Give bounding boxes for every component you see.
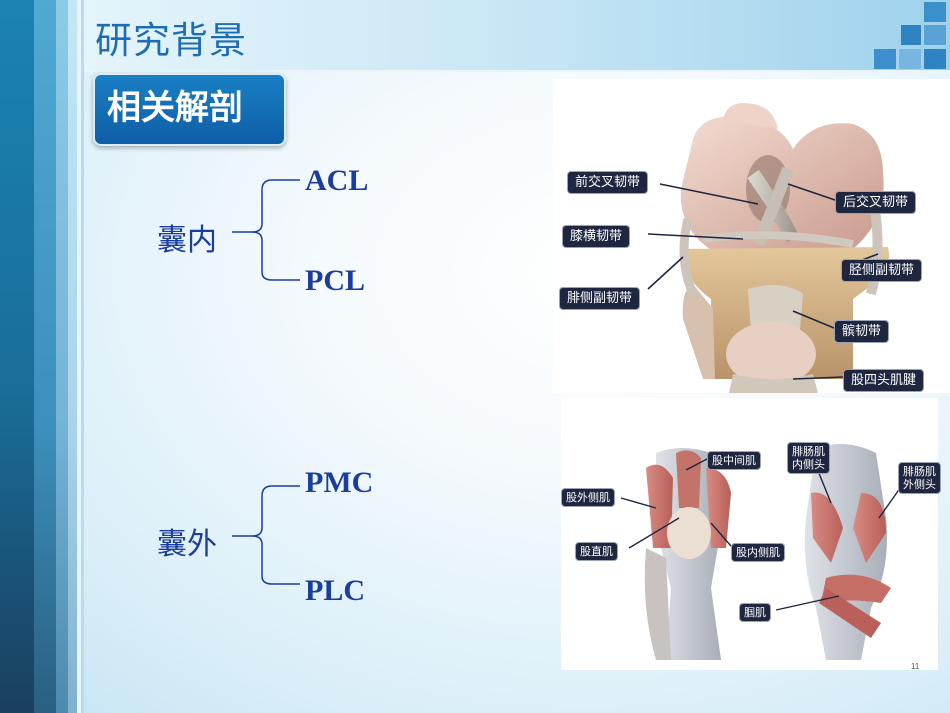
- left-stripe-5: [77, 0, 81, 713]
- label-fibular-collateral: 腓侧副韧带: [559, 287, 641, 310]
- item-acl: ACL: [305, 164, 369, 197]
- label-gastrocnemius-lateral-line1: 腓肠肌: [903, 465, 936, 478]
- item-plc: PLC: [305, 574, 365, 607]
- brace-extracapsular: [232, 485, 300, 585]
- label-gastrocnemius-lateral-head: 腓肠肌 外侧头: [898, 462, 941, 494]
- label-acl: 前交叉韧带: [567, 171, 649, 194]
- knee-ligament-figure: 前交叉韧带 后交叉韧带 膝横韧带 胫侧副韧带 腓侧副韧带 髌韧带 股四头肌腱: [553, 79, 950, 393]
- label-patellar-ligament: 髌韧带: [834, 320, 890, 343]
- header-band: [0, 0, 950, 72]
- category-label-extracapsular: 囊外: [157, 527, 217, 562]
- page-number: 11: [911, 662, 920, 671]
- left-stripe-2: [34, 0, 56, 713]
- label-vastus-intermedius: 股中间肌: [707, 451, 761, 470]
- header-divider: [0, 70, 950, 72]
- label-vastus-medialis: 股内侧肌: [731, 543, 785, 562]
- category-label-intracapsular: 囊内: [157, 223, 217, 258]
- item-pmc: PMC: [305, 466, 374, 499]
- label-quadriceps-tendon: 股四头肌腱: [843, 369, 925, 392]
- label-gastrocnemius-medial-line1: 腓肠肌: [792, 445, 825, 458]
- left-stripe-4: [68, 0, 77, 713]
- label-gastrocnemius-medial-head: 腓肠肌 内侧头: [787, 442, 830, 474]
- knee-muscle-illustration: [620, 444, 904, 660]
- knee-muscle-figure: 股中间肌 腓肠肌 内侧头 腓肠肌 外侧头 股外侧肌 股直肌 股内侧肌 腘肌: [561, 398, 941, 670]
- label-rectus-femoris: 股直肌: [575, 542, 618, 561]
- left-stripe-3: [56, 0, 68, 713]
- label-gastrocnemius-medial-line2: 内侧头: [792, 458, 825, 471]
- page-title: 研究背景: [95, 19, 247, 62]
- left-stripe-6: [81, 0, 84, 713]
- label-transverse-ligament: 膝横韧带: [562, 225, 631, 248]
- label-popliteus: 腘肌: [739, 603, 771, 622]
- item-pcl: PCL: [305, 264, 365, 297]
- left-stripe-1: [0, 0, 34, 713]
- label-tibial-collateral: 胫侧副韧带: [841, 259, 923, 282]
- label-vastus-lateralis: 股外侧肌: [561, 488, 615, 507]
- label-pcl: 后交叉韧带: [835, 191, 917, 214]
- brace-intracapsular: [232, 179, 300, 281]
- section-button[interactable]: 相关解剖: [93, 73, 286, 146]
- knee-ligament-illustration: [647, 103, 889, 393]
- label-gastrocnemius-lateral-line2: 外侧头: [903, 478, 936, 491]
